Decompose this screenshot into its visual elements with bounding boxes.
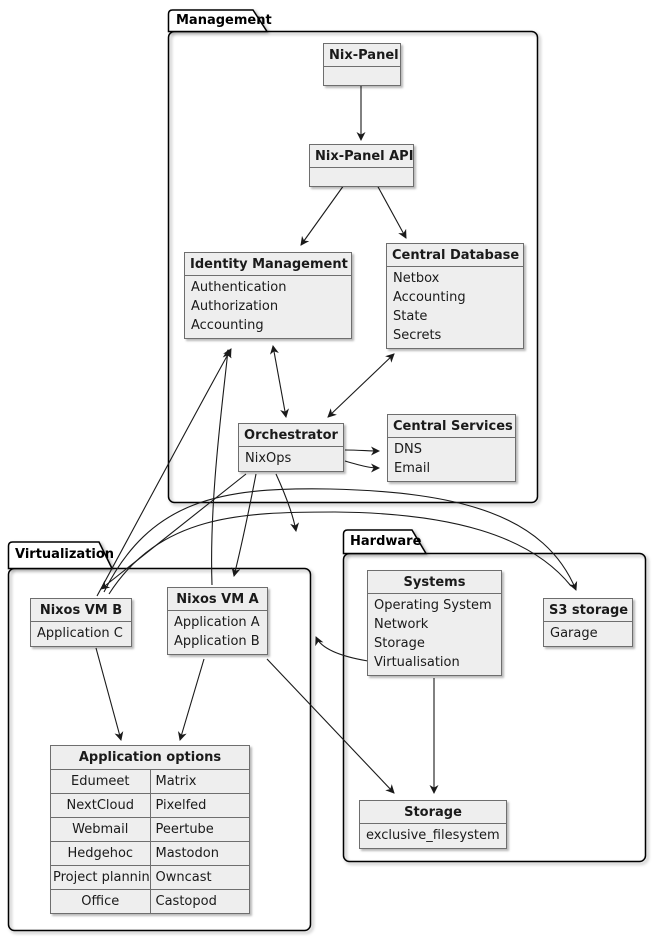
node-attr: State xyxy=(393,309,428,324)
node-nix-panel-body xyxy=(324,67,400,85)
edge-vma-to-storage xyxy=(266,658,395,794)
edge-api-to-identity xyxy=(300,184,345,246)
node-systems-title: Systems xyxy=(368,571,501,594)
node-identity-management-title: Identity Management xyxy=(185,253,351,276)
node-nixos-vm-a: Nixos VM A Application A Application B xyxy=(167,587,268,655)
package-label-management: Management xyxy=(176,13,272,28)
table-cell: Matrix xyxy=(149,769,250,794)
table-cell: Castopod xyxy=(149,889,250,914)
edge-vma-to-appoptions xyxy=(177,658,205,741)
table-cell: Peertube xyxy=(149,817,250,842)
node-orchestrator-title: Orchestrator xyxy=(239,424,343,447)
node-nix-panel-api-body xyxy=(310,168,413,186)
table-row: Project planning Owncast xyxy=(50,865,250,890)
node-systems: Systems Operating System Network Storage… xyxy=(367,570,502,676)
package-label-hardware: Hardware xyxy=(350,534,422,549)
node-nix-panel: Nix-Panel xyxy=(323,43,401,86)
node-s3-storage-title: S3 storage xyxy=(544,599,632,622)
edge-vmb-to-s3 xyxy=(108,511,572,595)
edge-orchestrator-to-dns xyxy=(344,446,380,456)
table-cell: Hedgehoc xyxy=(50,841,151,866)
edge-vmb-to-identity xyxy=(96,348,232,597)
node-attr: Accounting xyxy=(191,318,264,333)
package-label-virtualization: Virtualization xyxy=(15,547,115,562)
node-attr: Operating System xyxy=(374,598,492,613)
node-attr: Storage xyxy=(374,636,425,651)
node-nixos-vm-b-title: Nixos VM B xyxy=(31,599,131,622)
table-cell: Project planning xyxy=(50,865,151,890)
edge-orchestrator-to-virtualization xyxy=(275,473,300,532)
node-attr: exclusive_filesystem xyxy=(366,828,500,843)
node-storage: Storage exclusive_filesystem xyxy=(359,800,507,849)
edge-centraldb-orchestrator-bidir xyxy=(327,353,395,418)
node-attr: Application C xyxy=(37,626,123,641)
node-attr: Virtualisation xyxy=(374,655,460,670)
node-identity-management: Identity Management Authentication Autho… xyxy=(184,252,352,339)
node-nix-panel-api: Nix-Panel API xyxy=(309,144,414,187)
package-virtualization-outline xyxy=(7,541,312,932)
table-cell: Edumeet xyxy=(50,769,151,794)
table-cell: Webmail xyxy=(50,817,151,842)
edge-api-to-centraldb xyxy=(376,184,407,239)
edge-orchestrator-to-s3 xyxy=(103,488,578,593)
edge-vmb-to-appoptions xyxy=(95,647,124,741)
table-row: Office Castopod xyxy=(50,889,250,914)
edge-identity-orchestrator-bidir xyxy=(270,345,289,418)
edge-orchestrator-to-vma xyxy=(231,473,257,577)
node-attr: Application A xyxy=(174,615,260,630)
node-attr: Accounting xyxy=(393,290,466,305)
package-hardware-outline xyxy=(342,529,647,863)
node-attr: Email xyxy=(394,461,431,476)
table-cell: Pixelfed xyxy=(149,793,250,818)
node-attr: Garage xyxy=(550,626,598,641)
node-nixos-vm-b: Nixos VM B Application C xyxy=(30,598,132,647)
node-central-database: Central Database Netbox Accounting State… xyxy=(386,243,524,349)
node-nixos-vm-a-title: Nixos VM A xyxy=(168,588,267,611)
node-central-services-title: Central Services xyxy=(388,415,515,438)
node-attr: Authorization xyxy=(191,299,279,314)
table-row: Hedgehoc Mastodon xyxy=(50,841,250,866)
node-attr: Authentication xyxy=(191,280,287,295)
node-attr: DNS xyxy=(394,442,422,457)
package-management-outline xyxy=(167,9,539,504)
edge-systems-to-virtualization xyxy=(315,636,369,662)
edge-vma-to-identity xyxy=(211,349,232,586)
node-nix-panel-api-title: Nix-Panel API xyxy=(310,145,414,168)
node-attr: Network xyxy=(374,617,429,632)
edge-orchestrator-to-email xyxy=(344,460,380,473)
node-nix-panel-title: Nix-Panel xyxy=(324,44,400,67)
node-attr: Secrets xyxy=(393,328,442,343)
table-cell: NextCloud xyxy=(50,793,151,818)
table-cell: Owncast xyxy=(149,865,250,890)
node-attr: NixOps xyxy=(245,451,292,466)
table-row: Edumeet Matrix xyxy=(50,769,250,794)
table-cell: Mastodon xyxy=(149,841,250,866)
node-central-services: Central Services DNS Email xyxy=(387,414,516,482)
application-options-table: Application options Edumeet Matrix NextC… xyxy=(50,745,250,914)
node-central-database-title: Central Database xyxy=(387,244,523,267)
node-orchestrator: Orchestrator NixOps xyxy=(238,423,344,472)
node-attr: Netbox xyxy=(393,271,440,286)
table-row: Webmail Peertube xyxy=(50,817,250,842)
node-storage-title: Storage xyxy=(360,801,506,824)
node-attr: Application B xyxy=(174,634,260,649)
edge-orchestrator-to-vmb xyxy=(100,473,247,590)
node-s3-storage: S3 storage Garage xyxy=(543,598,633,647)
table-row: NextCloud Pixelfed xyxy=(50,793,250,818)
application-options-header: Application options xyxy=(50,745,250,770)
table-cell: Office xyxy=(50,889,151,914)
